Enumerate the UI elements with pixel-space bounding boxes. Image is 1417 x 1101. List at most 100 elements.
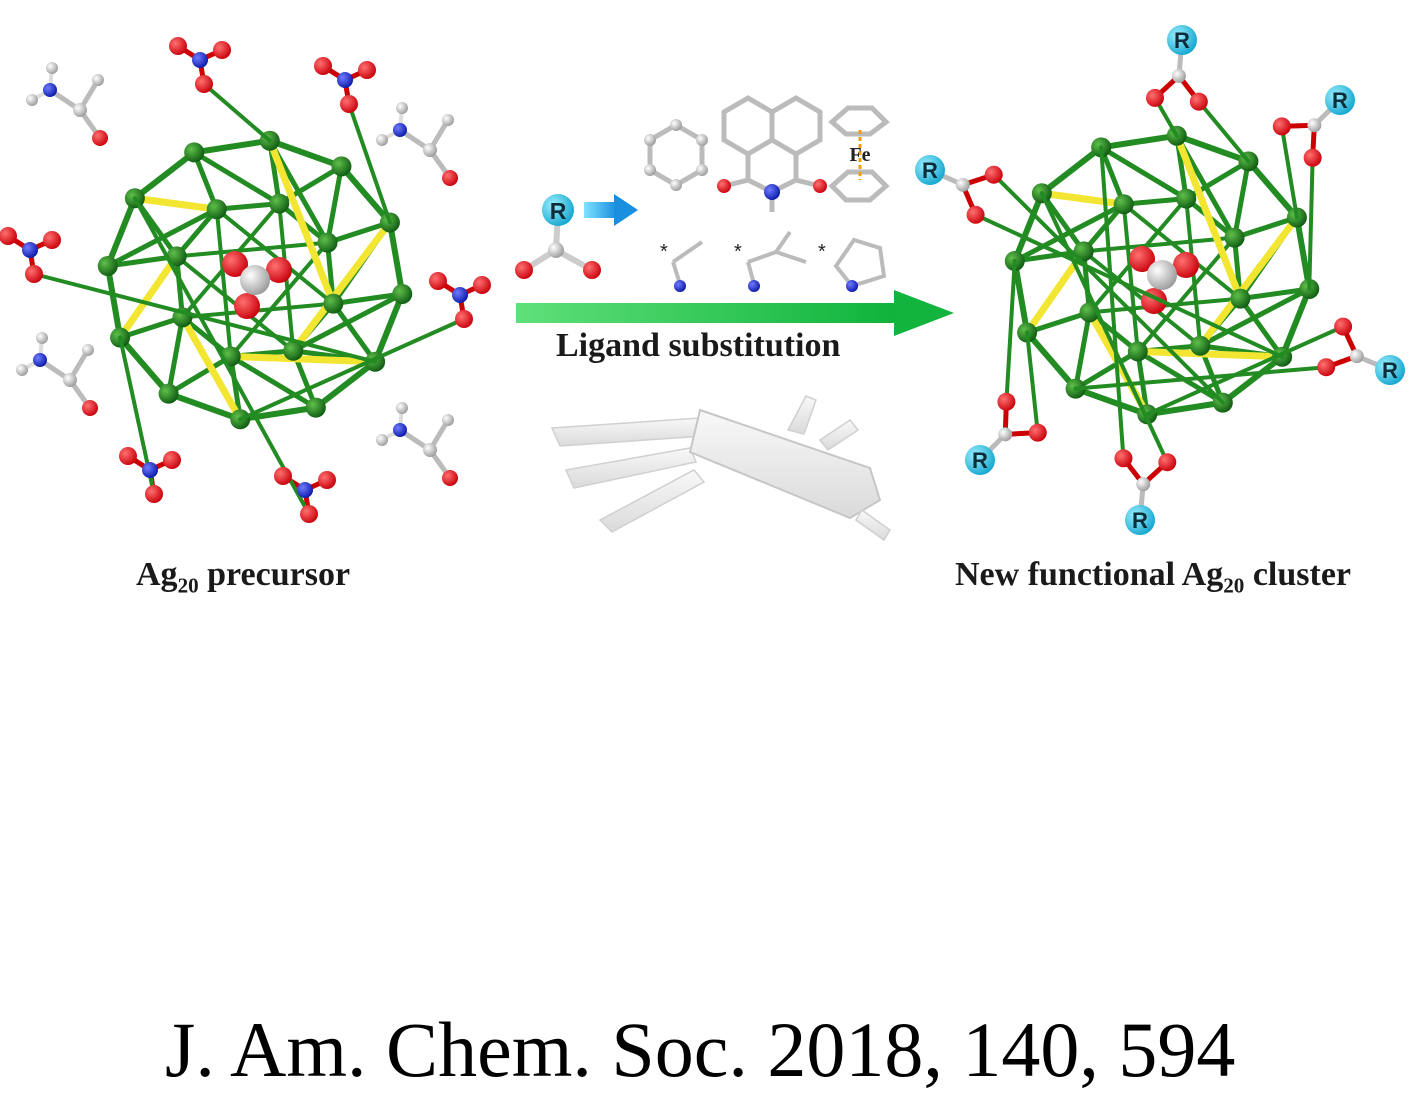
silver-atom [323, 293, 344, 314]
ag-ag-bond [1232, 158, 1251, 241]
ag-ag-bond [1121, 202, 1243, 301]
ag-ag-bond [1237, 286, 1312, 302]
hydrogen-atom [396, 402, 408, 414]
hydrogen-atom [46, 62, 58, 74]
yellow-bond [1134, 347, 1286, 361]
yellow-bond [178, 313, 244, 423]
ag-o-bond [1145, 324, 1346, 417]
pyrrolidine-fragment-icon: * [818, 237, 887, 292]
ag-ag-bond [325, 219, 393, 246]
r-group-label: R [1174, 28, 1190, 53]
carbon-atom [955, 177, 970, 192]
svg-text:*: * [734, 241, 742, 263]
carbon-atom [442, 414, 454, 426]
oxygen-atom [92, 130, 108, 146]
silver-atom [392, 283, 413, 304]
silver-atom [97, 256, 118, 277]
carbon-atom [696, 134, 708, 146]
ag-ag-bond [1072, 385, 1151, 418]
ag-ag-bond [237, 404, 319, 423]
yellow-bond [266, 137, 337, 308]
yellow-bond [131, 194, 221, 213]
r-group-icon [965, 445, 995, 475]
center-oxygen-atom [222, 251, 248, 277]
new-functional-cluster-label: New functional Ag20 cluster [955, 556, 1351, 598]
yellow-bond [227, 352, 379, 366]
nitrogen-atom [452, 287, 468, 303]
r-group-label: R [1132, 508, 1148, 533]
naphthalimide-heteroatoms [717, 179, 827, 200]
ag-ag-bond [1237, 296, 1285, 360]
oxygen-atom [358, 61, 376, 79]
svg-text:Fe: Fe [849, 144, 870, 166]
center-oxygen-atom [1129, 246, 1155, 272]
oxygen-atom [145, 485, 163, 503]
oxygen-atom [340, 95, 358, 113]
carbon-atom [1136, 477, 1151, 492]
ag-ag-bond [1121, 196, 1189, 207]
ag-ag-bond [166, 353, 234, 397]
svg-text:R: R [550, 198, 567, 224]
nitrogen-atom [43, 83, 57, 97]
carbon-atom [423, 143, 437, 157]
ag-ag-bond [191, 149, 220, 212]
oxygen-atom [119, 447, 137, 465]
ag-ag-bond [179, 314, 234, 359]
ag-ag-bond [1098, 144, 1127, 207]
oxygen-atom [966, 205, 985, 224]
silver-atom [158, 383, 179, 404]
ag-o-bond [1279, 124, 1299, 220]
hydrogen-atom [396, 102, 408, 114]
ag-ag-bond [105, 253, 180, 269]
oxygen-atom [318, 471, 336, 489]
ag-ag-bond [1098, 132, 1180, 151]
silver-atom [283, 340, 304, 361]
silver-atom [305, 397, 326, 418]
nitrogen-atom [337, 72, 353, 88]
ag-o-bond [132, 196, 311, 516]
small-blue-arrow [584, 194, 638, 226]
nitrogen-atom [33, 353, 47, 367]
nitrogen-atom [393, 123, 407, 137]
ag20-precursor-label: Ag20 precursor [136, 556, 351, 598]
carbon-atom [670, 119, 682, 131]
ag-ag-bond [214, 207, 336, 306]
ag-ag-bond [266, 137, 345, 170]
ag-o-bond [1039, 191, 1170, 465]
ag-ag-bond [174, 240, 330, 259]
oxygen-atom [442, 170, 458, 186]
ag-ag-bond [228, 353, 319, 411]
ag-ag-bond [104, 195, 138, 270]
r-group-icon [1167, 25, 1197, 55]
ag-ag-bond [1011, 258, 1031, 336]
carbon-atom [1171, 68, 1186, 83]
hydrogen-atom [376, 434, 388, 446]
ferrocene-icon: Fe [828, 105, 890, 203]
r-group-label: R [922, 158, 938, 183]
ag-o-bond [1196, 99, 1251, 164]
ag-ag-bond [191, 137, 273, 156]
oxygen-atom [1272, 117, 1291, 136]
oxygen-atom [997, 392, 1016, 411]
ag-ag-bond [1121, 202, 1140, 354]
silver-atom [1190, 335, 1211, 356]
r-group-label: R [972, 448, 988, 473]
silver-atom [317, 232, 338, 253]
ag-ag-bond [1011, 190, 1045, 265]
r-group-icon [1125, 505, 1155, 535]
ag-ag-bond [1135, 348, 1226, 406]
svg-text:*: * [660, 241, 668, 263]
ag-o-bond [1025, 330, 1040, 435]
oxygen-atom [1334, 317, 1353, 336]
ag-ag-bond [1038, 144, 1105, 197]
carbon-atom [63, 373, 77, 387]
yellow-bond [289, 218, 394, 355]
nitrogen-atom [142, 462, 158, 478]
r-group-icon [542, 194, 574, 226]
center-carbon-atom [1147, 260, 1177, 290]
yellow-bond [1173, 132, 1244, 303]
svg-text:*: * [818, 241, 826, 263]
carbon-atom [82, 344, 94, 356]
yellow-bond [116, 252, 181, 342]
silver-atom [1230, 288, 1251, 309]
